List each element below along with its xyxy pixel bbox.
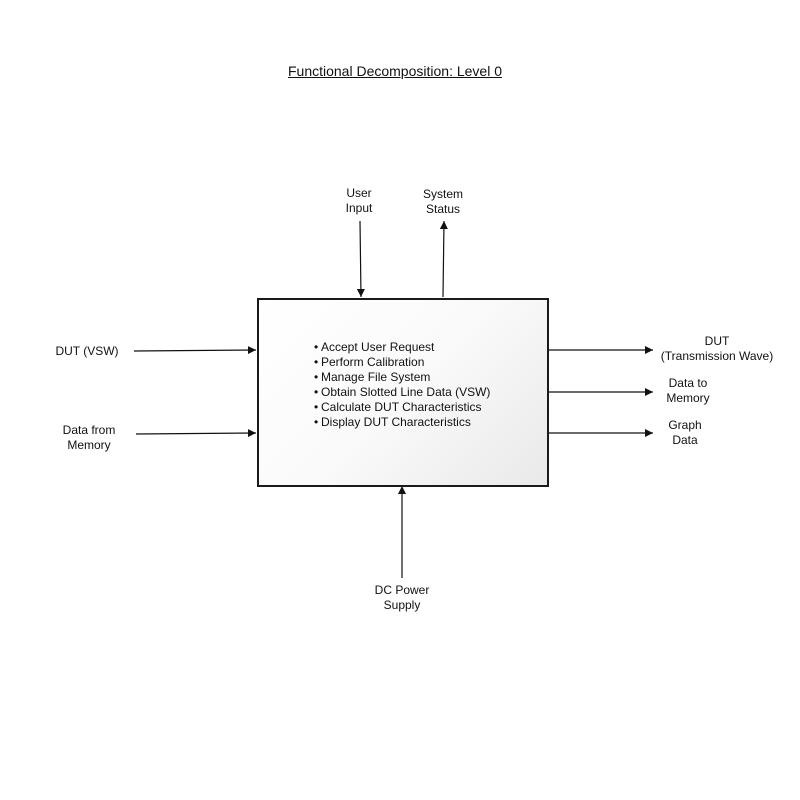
function-item: Obtain Slotted Line Data (VSW) (314, 385, 490, 400)
function-list: Accept User Request Perform Calibration … (314, 340, 490, 430)
level-0-process-box: Accept User Request Perform Calibration … (257, 298, 549, 487)
function-item: Manage File System (314, 370, 490, 385)
function-item: Calculate DUT Characteristics (314, 400, 490, 415)
graph-data-label: Graph Data (668, 418, 702, 447)
dut-transmission-label: DUT (Transmission Wave) (660, 334, 774, 363)
dut-vsw-label: DUT (VSW) (55, 344, 119, 358)
function-item: Accept User Request (314, 340, 490, 355)
data-from-memory-arrow (135, 429, 257, 438)
function-item: Display DUT Characteristics (314, 415, 490, 430)
user-input-label: User Input (345, 186, 373, 215)
data-from-memory-label: Data from Memory (62, 423, 116, 452)
data-to-memory-label: Data to Memory (666, 376, 710, 405)
system-status-label: System Status (422, 187, 463, 216)
dc-power-label: DC Power Supply (374, 583, 430, 612)
user-input-arrow (356, 220, 365, 298)
dut-vsw-arrow (133, 346, 257, 355)
function-item: Perform Calibration (314, 355, 490, 370)
system-status-arrow (439, 220, 448, 298)
diagram-title: Functional Decomposition: Level 0 (287, 63, 502, 79)
